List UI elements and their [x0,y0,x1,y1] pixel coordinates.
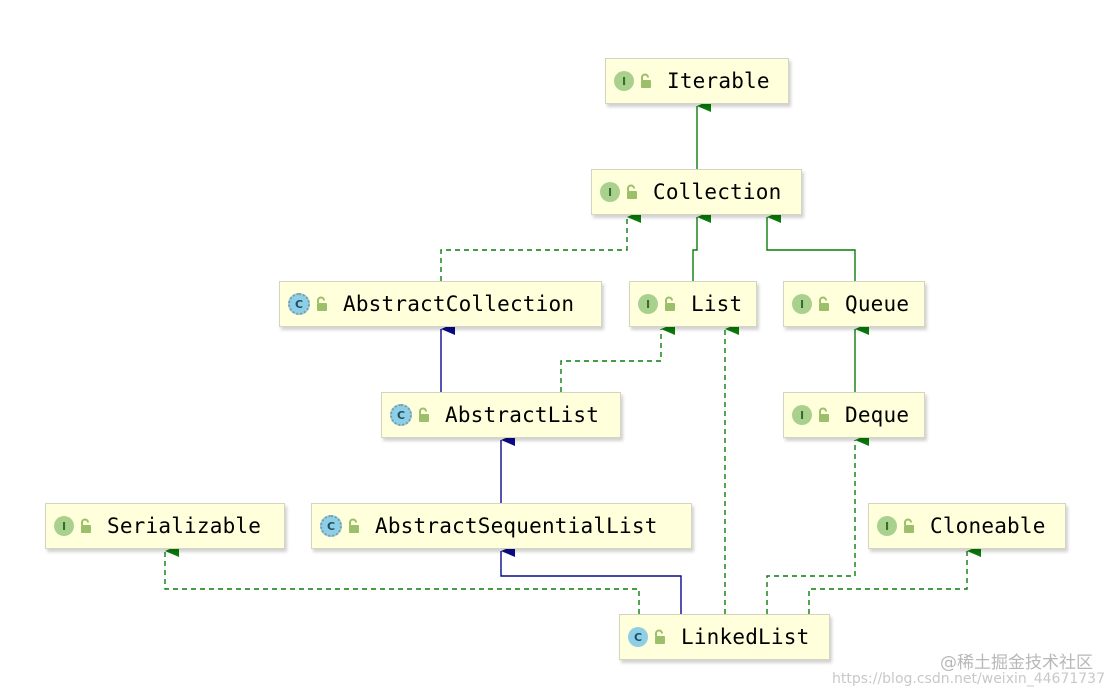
node-list[interactable]: I List [629,281,757,327]
interface-icon: I [877,516,897,536]
edge-abstract-list-to-list [560,323,675,392]
edge-linked-list-to-deque [766,434,869,614]
node-cloneable[interactable]: I Cloneable [868,503,1066,549]
unlocked-icon [317,296,327,311]
node-abstract-collection[interactable]: C AbstractCollection [279,281,602,327]
interface-icon: I [600,182,620,202]
unlocked-icon [349,518,359,533]
interface-icon: I [638,294,658,314]
unlocked-icon [819,296,829,311]
edges [164,100,981,614]
node-label: Collection [653,180,782,204]
edge-abstract-collection-to-collection [440,211,641,281]
node-linked-list[interactable]: C LinkedList [619,614,830,660]
unlocked-icon [904,518,914,533]
unlocked-icon [81,518,91,533]
node-label: LinkedList [681,625,810,649]
watermark-brand: @稀土掘金技术社区 [940,653,1093,673]
interface-icon: I [792,294,812,314]
node-label: List [691,292,743,316]
node-label: Cloneable [930,514,1046,538]
node-label: Queue [845,292,910,316]
unlocked-icon [819,407,829,422]
node-queue[interactable]: I Queue [783,281,925,327]
node-label: AbstractSequentialList [375,514,658,538]
edge-linked-list-to-cloneable [808,545,981,614]
node-label: Serializable [107,514,262,538]
watermark-url: https://blog.csdn.net/weixin_44671737 [831,671,1105,687]
node-label: AbstractCollection [343,292,575,316]
class-icon: C [628,627,648,647]
node-serializable[interactable]: I Serializable [45,503,285,549]
node-deque[interactable]: I Deque [783,392,925,438]
edge-linked-list-to-serializable [164,545,640,614]
node-iterable[interactable]: I Iterable [605,58,789,104]
unlocked-icon [665,296,675,311]
node-abstract-list[interactable]: C AbstractList [381,392,621,438]
node-abstract-sequential-list[interactable]: C AbstractSequentialList [311,503,692,549]
node-label: Deque [845,403,910,427]
unlocked-icon [655,629,665,644]
abstract-class-icon: C [390,404,412,426]
node-label: Iterable [667,69,770,93]
unlocked-icon [641,73,651,88]
edge-queue-to-collection [766,211,856,281]
interface-icon: I [614,71,634,91]
edge-list-to-collection [692,211,711,281]
unlocked-icon [419,407,429,422]
node-collection[interactable]: I Collection [591,169,802,215]
interface-icon: I [792,405,812,425]
interface-icon: I [54,516,74,536]
unlocked-icon [627,184,637,199]
node-label: AbstractList [445,403,600,427]
abstract-class-icon: C [288,293,310,315]
abstract-class-icon: C [320,515,342,537]
edge-linked-list-to-abstract-sequential-list [500,545,682,614]
